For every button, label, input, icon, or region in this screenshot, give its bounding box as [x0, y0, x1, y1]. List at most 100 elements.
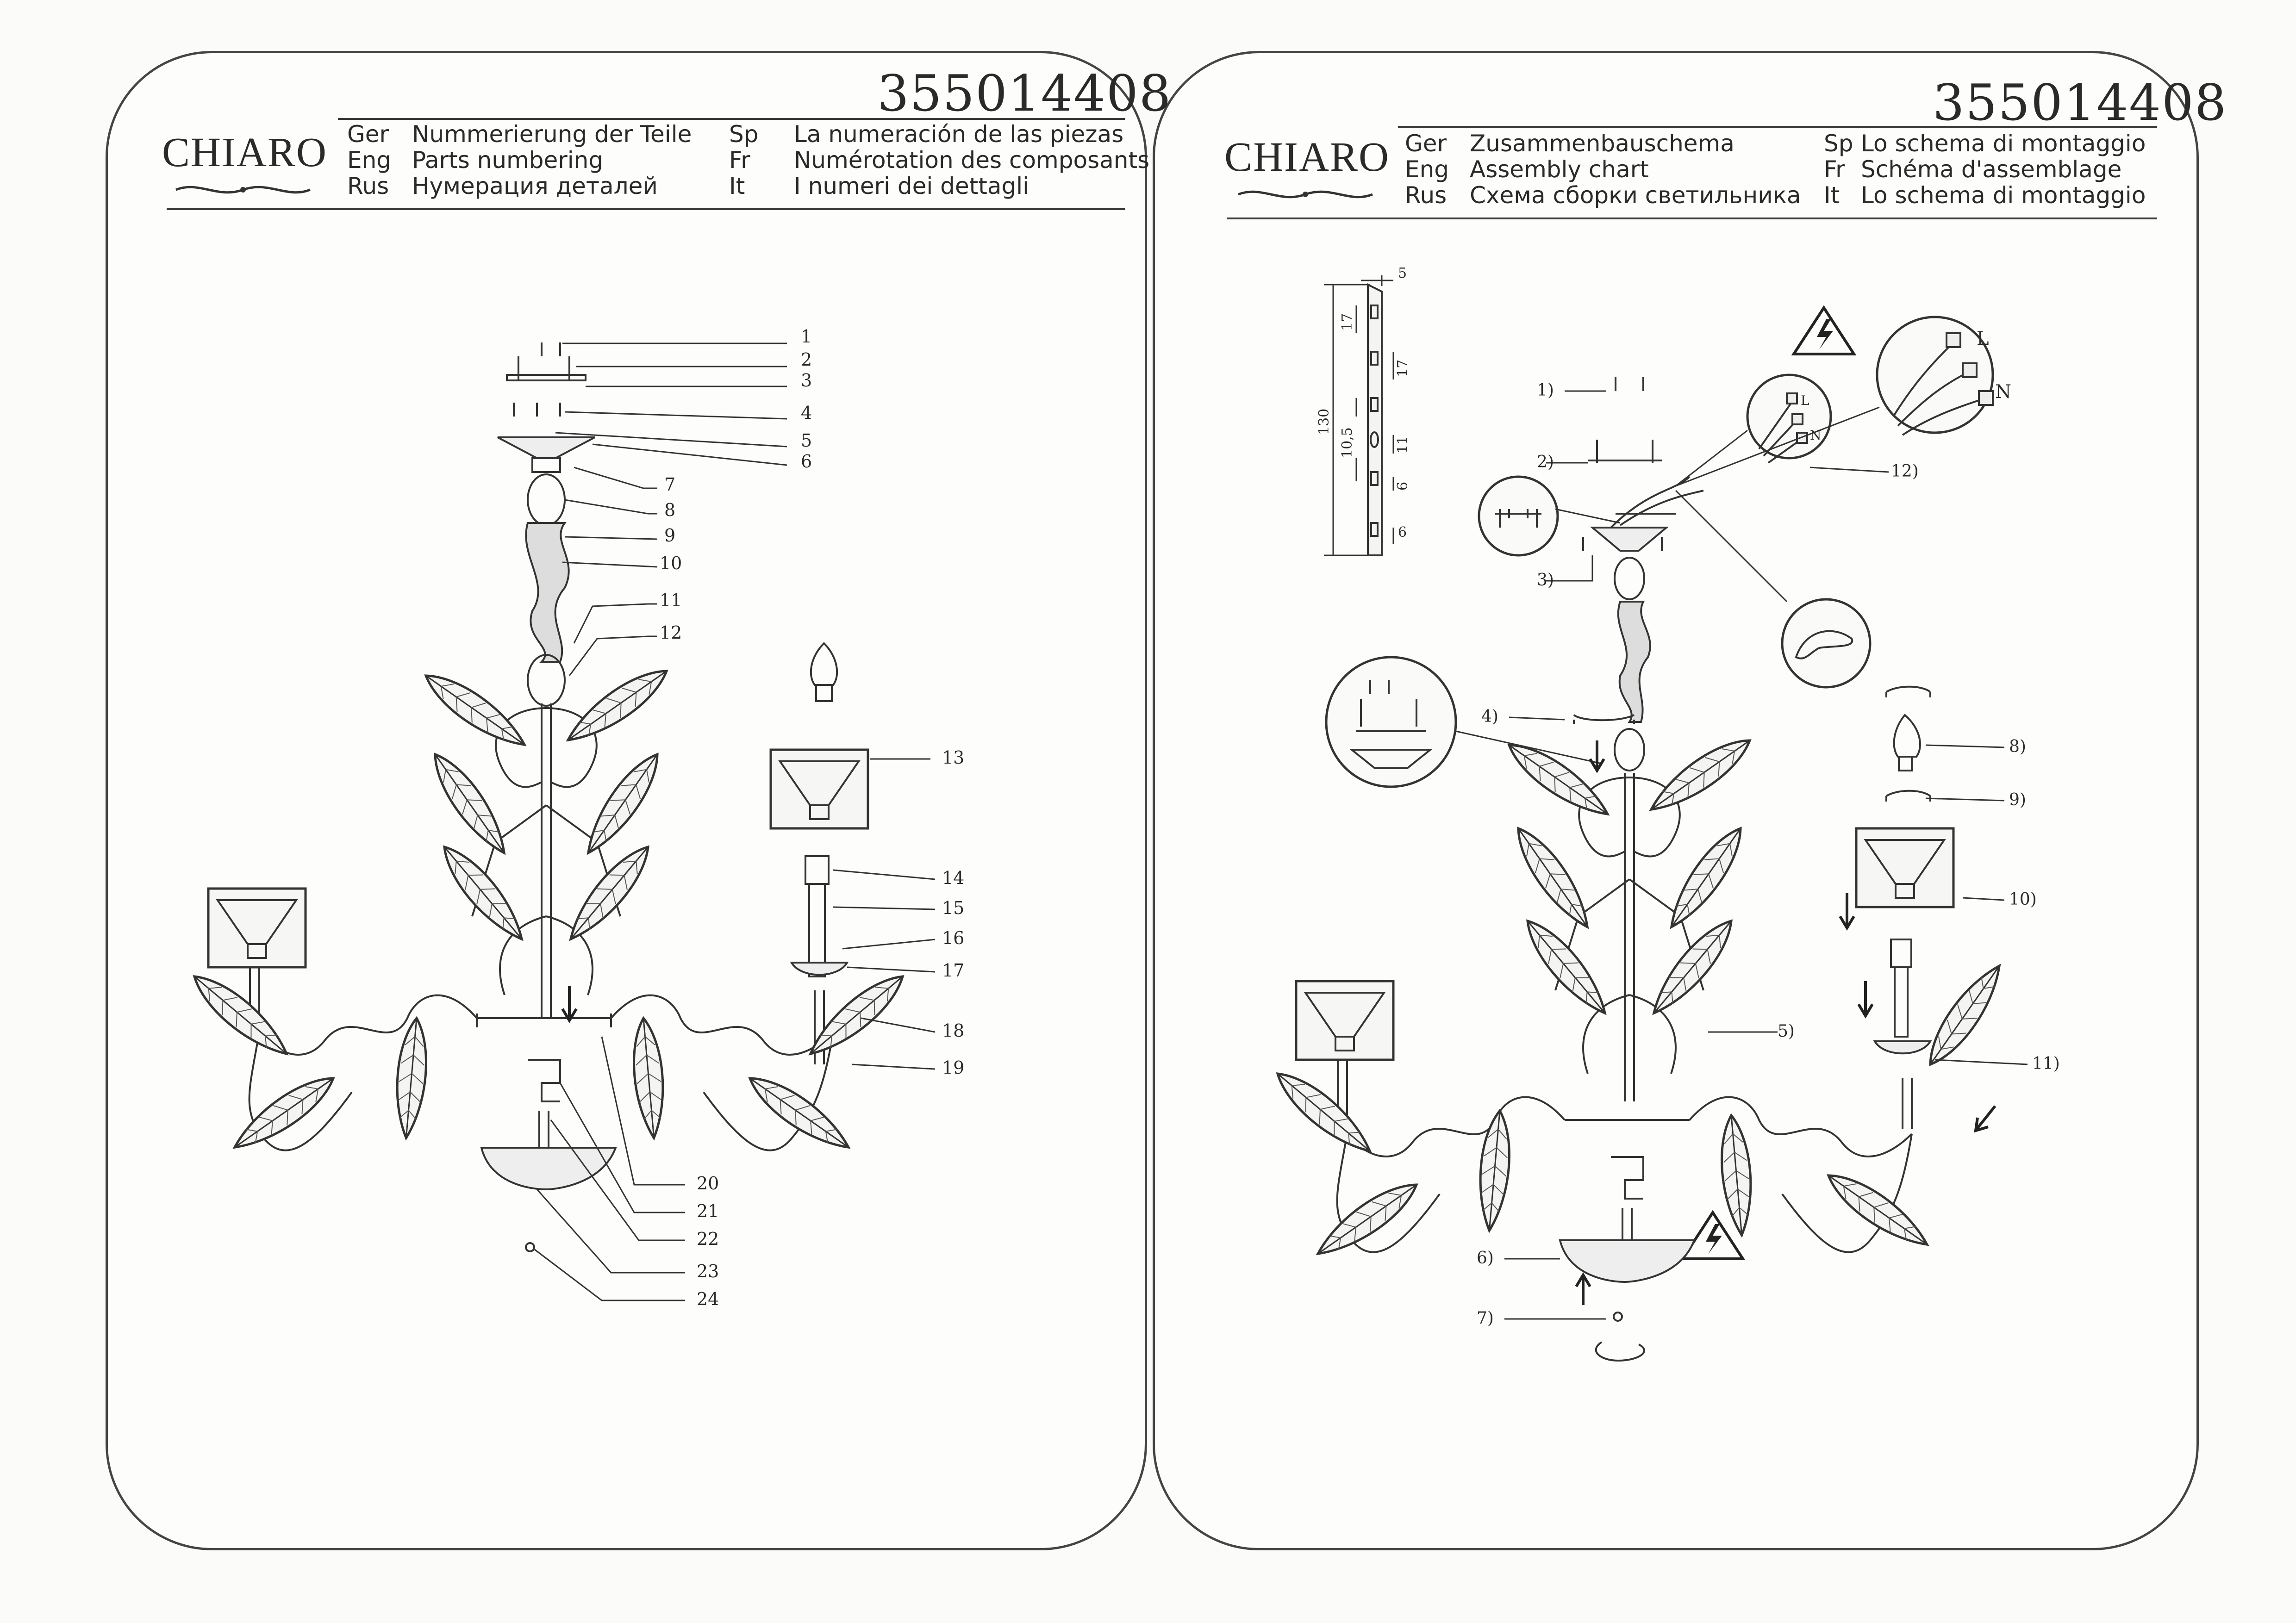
right-header-col1: Ger Zusammenbauschema Eng Assembly chart R… [1405, 131, 1801, 208]
lang-code: Fr [729, 147, 750, 174]
step-7: 7) [1477, 1309, 1494, 1328]
lang-code: Sp [1824, 130, 1853, 157]
step-4: 4) [1481, 707, 1498, 726]
callout-24: 24 [697, 1289, 719, 1309]
lang-code: Eng [1405, 156, 1449, 183]
dimension-label: 17 [1395, 360, 1411, 377]
left-logo-ornament [175, 186, 311, 194]
wire-labels: L N L N [1801, 328, 2011, 443]
right-step-labels: 1) 2) 3) 4) 5) 6) 7) 8) 9) 10) 11) 12) [1477, 381, 2060, 1328]
lang-code: Ger [347, 121, 389, 148]
lang-text: Numérotation des composants [794, 147, 1150, 174]
step-2: 2) [1537, 453, 1554, 472]
electric-warning-icon [1791, 305, 1857, 355]
callout-5: 5 [801, 430, 812, 451]
callout-4: 4 [801, 403, 812, 423]
dimension-label: 130 [1316, 409, 1332, 435]
step-8: 8) [2009, 737, 2026, 756]
lang-text: Assembly chart [1470, 156, 1649, 183]
step-12: 12) [1891, 462, 1919, 481]
wire-label-neutral: N [1995, 381, 2011, 403]
left-header-rule-bottom [167, 208, 1125, 210]
callout-12: 12 [660, 622, 682, 643]
lang-text: I numeri dei dettagli [794, 173, 1029, 199]
right-logo-ornament [1238, 190, 1373, 199]
lang-text: Zusammenbauschema [1470, 130, 1734, 157]
callout-13: 13 [942, 747, 964, 768]
left-header-col1: Ger Nummerierung der Teile Eng Parts numbe… [347, 121, 692, 199]
step-3: 3) [1537, 571, 1554, 590]
lang-code: Sp [729, 121, 759, 148]
wiring-detail-circles [1325, 316, 1994, 788]
callout-17: 17 [942, 960, 964, 981]
dimension-label: 6 [1395, 482, 1411, 491]
wiring-detail-contents [1349, 332, 1994, 769]
lang-code: Fr [1824, 156, 1845, 183]
callout-10: 10 [660, 553, 682, 573]
right-header-rule-bottom [1227, 218, 2157, 219]
left-article-number: 355014408 [877, 65, 1172, 123]
lang-text: Нумерация деталей [412, 173, 658, 199]
callout-21: 21 [697, 1201, 719, 1221]
lang-code: It [1824, 182, 1840, 209]
dimension-label: 17 [1339, 313, 1355, 331]
callout-14: 14 [942, 868, 964, 888]
callout-15: 15 [942, 898, 964, 918]
dimension-label: 6 [1398, 524, 1407, 541]
dimension-label: 11 [1395, 436, 1411, 454]
right-article-number: 355014408 [1933, 74, 2227, 132]
lang-code: Ger [1405, 130, 1447, 157]
callout-7: 7 [664, 474, 675, 495]
left-leader-lines [534, 342, 936, 1301]
callout-11: 11 [660, 590, 682, 610]
callout-3: 3 [801, 370, 812, 391]
right-leader-lines [1504, 390, 2028, 1320]
right-brand-logo: CHIARO [1224, 134, 1390, 180]
lang-text: Nummerierung der Teile [412, 121, 692, 148]
dimension-label: 10,5 [1339, 427, 1355, 458]
step-10: 10) [2009, 890, 2037, 909]
callout-23: 23 [697, 1261, 719, 1281]
right-chandelier-drawing [1336, 377, 1932, 1362]
mounting-bracket-drawing [1324, 275, 1394, 556]
lang-text: Schéma d'assemblage [1861, 156, 2122, 183]
step-5: 5) [1778, 1022, 1795, 1041]
lang-text: Lo schema di montaggio [1861, 182, 2146, 209]
left-chandelier-drawing [186, 342, 912, 1252]
dimension-label: 5 [1398, 265, 1407, 281]
wire-label-neutral-small: N [1810, 428, 1822, 443]
lang-code: Rus [1405, 182, 1447, 209]
step-6: 6) [1477, 1249, 1494, 1268]
callout-20: 20 [697, 1173, 719, 1194]
callout-1: 1 [801, 326, 812, 347]
callout-2: 2 [801, 349, 812, 370]
lang-text: Схема сборки светильника [1470, 182, 1801, 209]
electric-warning-icon [1680, 1210, 1746, 1260]
lang-code: Eng [347, 147, 392, 174]
callout-19: 19 [942, 1057, 964, 1078]
lang-text: Lo schema di montaggio [1861, 130, 2146, 157]
step-1: 1) [1537, 381, 1554, 400]
callout-9: 9 [664, 525, 675, 546]
step-11: 11) [2032, 1054, 2060, 1073]
callout-8: 8 [664, 500, 675, 520]
callout-16: 16 [942, 928, 964, 948]
left-header-rule-top [338, 118, 1125, 120]
right-header-col2: Sp Lo schema di montaggio Fr Schéma d'asse… [1824, 131, 2146, 208]
assembly-arrows [1575, 740, 1997, 1305]
left-header-col2: Sp La numeración de las piezas Fr Numérota… [729, 121, 1149, 199]
detail-connector-lines [1455, 406, 1880, 765]
wire-label-live: L [1977, 328, 1989, 349]
callout-18: 18 [942, 1020, 964, 1041]
step-9: 9) [2009, 790, 2026, 809]
callout-6: 6 [801, 451, 812, 472]
right-header-rule-top [1398, 126, 2157, 128]
wire-label-live-small: L [1801, 393, 1809, 408]
lang-text: Parts numbering [412, 147, 604, 174]
lang-code: It [729, 173, 745, 199]
lang-code: Rus [347, 173, 389, 199]
lang-text: La numeración de las piezas [794, 121, 1124, 148]
left-brand-logo: CHIARO [162, 130, 328, 175]
bracket-dimension-labels: 5 17 17 130 10,5 11 6 6 [1316, 265, 1411, 541]
